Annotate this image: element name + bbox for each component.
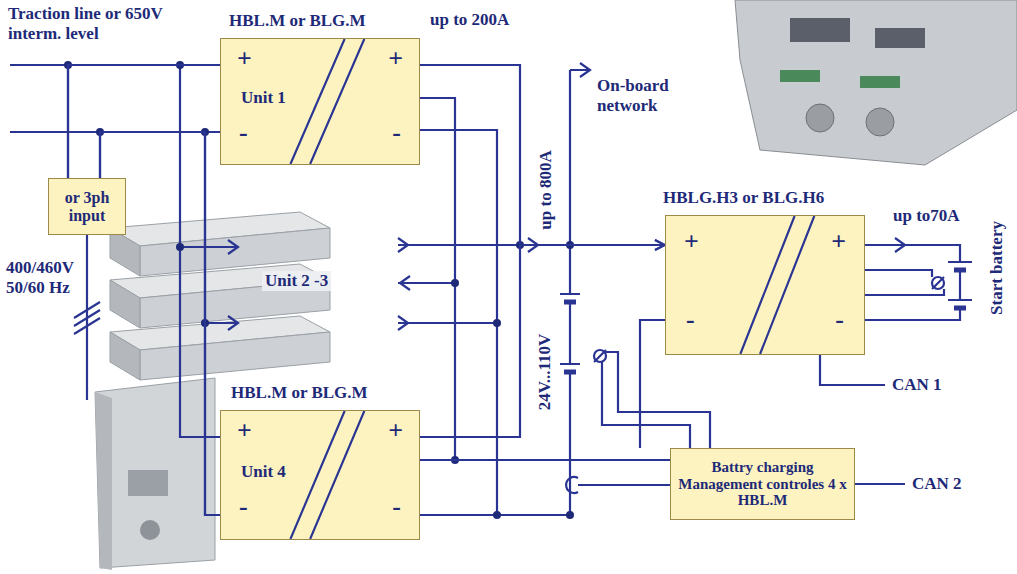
current-label: up to70A — [893, 206, 960, 226]
converter-slash — [310, 39, 364, 164]
polarity-sign: - — [686, 306, 695, 335]
polarity-sign: + — [237, 417, 252, 446]
wire-connector — [420, 459, 670, 461]
sensor-wires — [602, 352, 710, 448]
unit-label: Unit 1 — [241, 89, 286, 108]
junction-dot — [176, 243, 184, 251]
polarity-sign: - — [392, 493, 401, 522]
round-connector — [866, 108, 894, 136]
start-battery-wires — [865, 245, 960, 320]
wire-connector — [640, 320, 665, 448]
unit-label: Unit 2 -3 — [262, 271, 331, 291]
controller-box: Battry charging Management controles 4 x… — [670, 448, 855, 520]
output-wires — [398, 70, 665, 515]
voltage-label: 400/460V 50/60 Hz — [6, 258, 90, 297]
module-side — [110, 280, 140, 328]
junction-dot — [451, 279, 459, 287]
unit-label: Unit 4 — [241, 463, 286, 482]
module-side — [95, 392, 112, 570]
module-front — [140, 228, 330, 276]
module-side — [110, 332, 140, 380]
module-detail — [128, 470, 168, 496]
voltage-label: 24V...110V — [535, 334, 555, 411]
polarity-sign: - — [239, 119, 248, 148]
converter-box: HBL.M or BLG.M++Unit 4-- — [220, 410, 420, 540]
connector-block — [875, 28, 925, 48]
module-front — [95, 378, 215, 568]
polarity-sign: + — [237, 45, 252, 74]
round-connector — [806, 104, 834, 132]
module-side — [110, 228, 140, 276]
current-label: up to 800A — [536, 150, 556, 229]
polarity-sign: - — [392, 119, 401, 148]
polarity-sign: + — [684, 228, 699, 257]
charger-box: HBLG.H3 or BLG.H6++-- — [665, 215, 865, 355]
wire-connector — [420, 245, 665, 437]
shunt-wires — [566, 477, 670, 493]
supply-label: Traction line or 650V interm. level — [8, 4, 166, 43]
current-label: up to 200A — [430, 10, 509, 30]
box-heading: HBL.M or BLG.M — [229, 12, 366, 31]
polarity-sign: + — [388, 45, 403, 74]
module-detail — [140, 520, 160, 540]
polarity-sign: - — [239, 493, 248, 522]
bus-label: CAN 2 — [912, 474, 962, 494]
box-heading: HBLG.H3 or BLG.H6 — [663, 189, 824, 208]
device-photo — [735, 0, 1017, 165]
terminal-block — [860, 76, 900, 88]
converter-box: HBL.M or BLG.M++Unit 1-- — [220, 38, 420, 165]
wire-connector — [68, 65, 220, 178]
polarity-sign: - — [835, 306, 844, 335]
box-heading: HBL.M or BLG.M — [231, 384, 368, 403]
bus-label: CAN 1 — [892, 375, 942, 395]
junction-dot — [493, 319, 501, 327]
converter-slash — [310, 411, 364, 539]
converter-slash — [760, 216, 814, 354]
battery-label: Start battery — [987, 221, 1007, 315]
connector-block — [790, 18, 850, 42]
junction-dot — [566, 511, 574, 519]
module-front — [140, 332, 330, 380]
sensor-symbol — [932, 277, 944, 289]
three-phase-wire — [74, 235, 100, 400]
junction-dot — [493, 511, 501, 519]
network-label: On-board network — [597, 76, 689, 115]
box-text: Battry charging Management controles 4 x… — [677, 459, 848, 509]
box-text: or 3ph input — [55, 189, 119, 224]
terminal-block — [780, 70, 820, 82]
sensor-symbol — [594, 350, 606, 362]
polarity-sign: + — [831, 228, 846, 257]
sensor-symbol — [932, 277, 944, 289]
polarity-sign: + — [388, 417, 403, 446]
sensor-symbol — [594, 350, 606, 362]
input-box: or 3ph input — [48, 178, 126, 235]
